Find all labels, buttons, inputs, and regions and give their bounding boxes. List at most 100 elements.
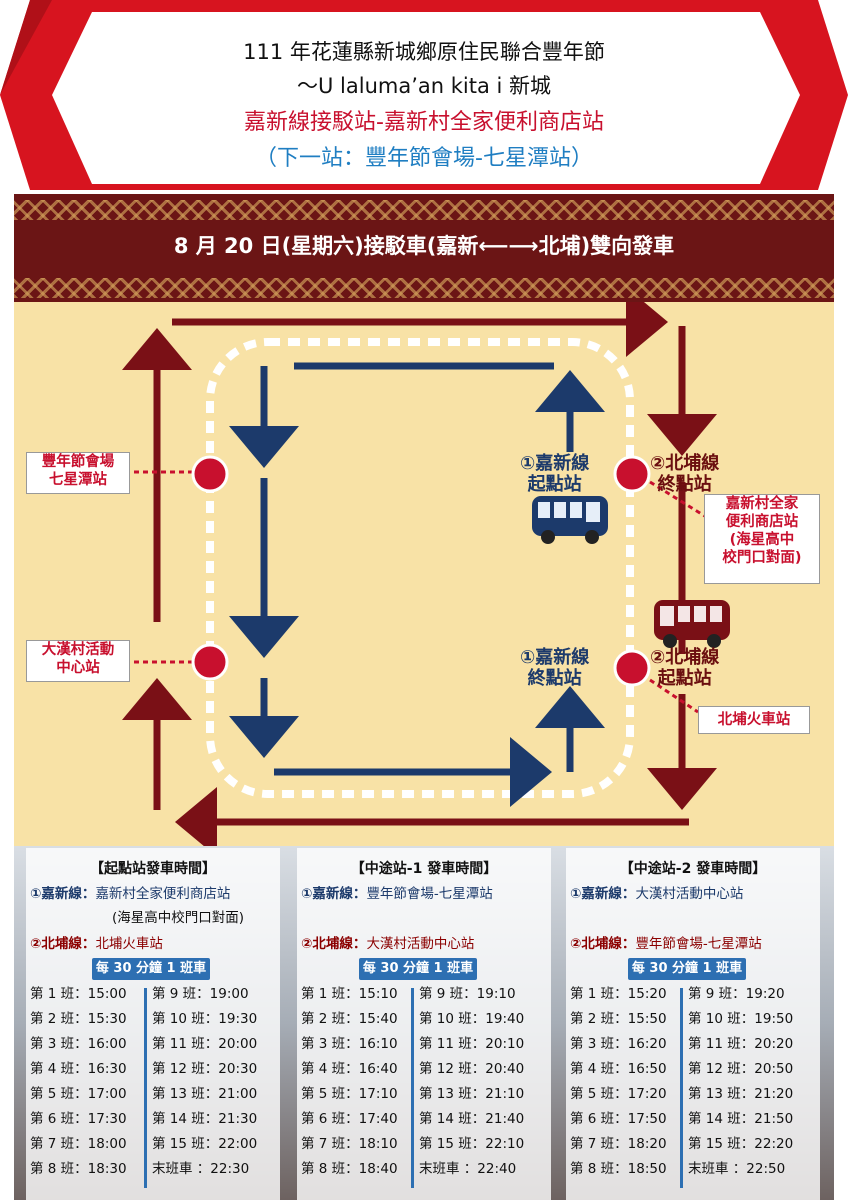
- stop-label-festival: 豐年節會場 七星潭站: [26, 452, 130, 494]
- jiaxin-line-stop-note: (海星高中校門口對面): [112, 910, 245, 926]
- shuttle-date-title: 8 月 20 日(星期六)接駁車(嘉新⟵⟶北埔)雙向發車: [173, 234, 675, 258]
- departure-time: 第 6 班：17:40: [301, 1111, 398, 1127]
- column-divider: [680, 988, 683, 1188]
- beipu-line-row: ②北埔線：大漢村活動中心站: [301, 932, 474, 952]
- departure-time: 第 3 班：16:20: [570, 1036, 667, 1052]
- jiaxin-line-label: ①嘉新線：: [301, 886, 367, 902]
- departure-column-left: 第 1 班：15:20 第 2 班：15:50 第 3 班：16:20 第 4 …: [570, 982, 667, 1182]
- pattern-strip-top: [14, 200, 834, 220]
- store-stop-text: 嘉新村全家 便利商店站 (海星高中 校門口對面): [722, 496, 802, 567]
- departure-time: 第 1 班：15:10: [301, 986, 398, 1002]
- departure-time: 第 5 班：17:10: [301, 1086, 398, 1102]
- departure-time: 第 14 班：21:50: [688, 1111, 794, 1127]
- departure-time: 第 5 班：17:00: [30, 1086, 127, 1102]
- panel-title: 【起點站發車時間】: [90, 861, 216, 877]
- departure-time: 第 9 班：19:00: [152, 986, 249, 1002]
- station-title: 嘉新線接駁站-嘉新村全家便利商店站: [244, 110, 604, 135]
- departure-time: 第 2 班：15:30: [30, 1011, 127, 1027]
- station-stop-text: 北埔火車站: [717, 712, 791, 728]
- jiaxin-line-label: ①嘉新線：: [570, 886, 636, 902]
- jiaxin-line-label: ①嘉新線：: [30, 886, 96, 902]
- departure-time: 第 7 班：18:00: [30, 1136, 127, 1152]
- departure-time: 第 9 班：19:10: [419, 986, 516, 1002]
- panel-title: 【中途站-1 發車時間】: [350, 861, 498, 877]
- panel-title: 【中途站-2 發車時間】: [619, 861, 767, 877]
- departure-time: 第 13 班：21:20: [688, 1086, 794, 1102]
- route-map-drawing: [122, 302, 730, 846]
- store-stop-box: 嘉新村全家 便利商店站 (海星高中 校門口對面): [704, 494, 820, 584]
- event-title: 111 年花蓮縣新城鄉原住民聯合豐年節: [243, 40, 605, 64]
- beipu-line-label: ②北埔線：: [301, 936, 367, 952]
- departure-time: 第 8 班：18:30: [30, 1161, 127, 1177]
- departure-time: 第 12 班：20:50: [688, 1061, 794, 1077]
- frequency-badge: 每 30 分鐘 1 班車: [359, 958, 477, 980]
- departure-time: 第 7 班：18:10: [301, 1136, 398, 1152]
- departure-column-right: 第 9 班：19:00 第 10 班：19:30 第 11 班：20:00 第 …: [152, 982, 257, 1182]
- column-divider: [144, 988, 147, 1188]
- departure-time: 第 8 班：18:50: [570, 1161, 667, 1177]
- departure-time: 第 12 班：20:40: [419, 1061, 525, 1077]
- beipu-start-label: ②北埔線 起點站: [650, 647, 720, 689]
- departure-time: 第 6 班：17:30: [30, 1111, 127, 1127]
- departure-time: 第 15 班：22:20: [688, 1136, 794, 1152]
- beipu-line-stop: 豐年節會場-七星潭站: [635, 936, 762, 952]
- jiaxin-line-stop: 嘉新村全家便利商店站: [95, 886, 231, 902]
- beipu-line-row: ②北埔線：北埔火車站: [30, 932, 163, 952]
- stop-circle-store: [613, 455, 651, 493]
- departure-time: 末班車 ：22:50: [688, 1161, 786, 1177]
- stop-label-festival-text: 豐年節會場 七星潭站: [41, 454, 115, 489]
- beipu-end-label: ②北埔線 終點站: [650, 453, 720, 495]
- departure-time: 第 5 班：17:20: [570, 1086, 667, 1102]
- beipu-line-row: ②北埔線：豐年節會場-七星潭站: [570, 932, 762, 952]
- departure-time: 第 10 班：19:40: [419, 1011, 525, 1027]
- departure-time: 第 13 班：21:00: [152, 1086, 258, 1102]
- departure-column-right: 第 9 班：19:20 第 10 班：19:50 第 11 班：20:20 第 …: [688, 982, 793, 1182]
- jiaxin-line-stop: 豐年節會場-七星潭站: [366, 886, 493, 902]
- departure-time: 第 3 班：16:10: [301, 1036, 398, 1052]
- header-banner-frame: [0, 0, 848, 190]
- departure-time: 第 15 班：22:00: [152, 1136, 258, 1152]
- stop-circle-festival: [191, 455, 229, 493]
- jiaxin-end-label: ①嘉新線 終點站: [520, 647, 590, 689]
- departure-time: 第 4 班：16:30: [30, 1061, 127, 1077]
- jiaxin-start-label: ①嘉新線 起點站: [520, 453, 590, 495]
- departure-time: 第 10 班：19:30: [152, 1011, 258, 1027]
- beipu-line-stop: 大漢村活動中心站: [366, 936, 475, 952]
- beipu-line-stop: 北埔火車站: [95, 936, 163, 952]
- stop-circle-station: [613, 649, 651, 687]
- departure-time: 第 3 班：16:00: [30, 1036, 127, 1052]
- stop-label-dahan-text: 大漢村活動 中心站: [41, 642, 115, 677]
- frequency-badge: 每 30 分鐘 1 班車: [92, 958, 210, 980]
- jiaxin-line-row: ①嘉新線：豐年節會場-七星潭站: [301, 882, 493, 902]
- connector-store: [649, 480, 709, 520]
- pattern-strip-bottom: [14, 278, 834, 298]
- departure-time: 第 15 班：22:10: [419, 1136, 525, 1152]
- departure-time: 第 11 班：20:00: [152, 1036, 258, 1052]
- stop-label-dahan: 大漢村活動 中心站: [26, 640, 130, 682]
- stop-circle-dahan: [191, 643, 229, 681]
- next-station-note: （下一站：豐年節會場-七星潭站）: [255, 146, 593, 171]
- departure-time: 第 2 班：15:40: [301, 1011, 398, 1027]
- jiaxin-line-row: ①嘉新線：嘉新村全家便利商店站: [30, 882, 230, 902]
- date-band: [14, 194, 834, 302]
- departure-time: 第 11 班：20:20: [688, 1036, 794, 1052]
- departure-time: 第 4 班：16:40: [301, 1061, 398, 1077]
- jiaxin-line-row: ①嘉新線：大漢村活動中心站: [570, 882, 743, 902]
- blue-bus-icon: [532, 496, 608, 544]
- departure-time: 第 7 班：18:20: [570, 1136, 667, 1152]
- red-bus-icon: [654, 600, 730, 648]
- departure-time: 第 11 班：20:10: [419, 1036, 525, 1052]
- departure-time: 末班車 ：22:40: [419, 1161, 517, 1177]
- dotted-loop: [206, 338, 634, 798]
- departure-time: 第 14 班：21:30: [152, 1111, 258, 1127]
- departure-time: 末班車 ：22:30: [152, 1161, 250, 1177]
- beipu-line-label: ②北埔線：: [570, 936, 636, 952]
- departure-time: 第 1 班：15:00: [30, 986, 127, 1002]
- frequency-badge: 每 30 分鐘 1 班車: [628, 958, 746, 980]
- station-stop-box: 北埔火車站: [698, 706, 810, 734]
- departure-time: 第 12 班：20:30: [152, 1061, 258, 1077]
- departure-time: 第 1 班：15:20: [570, 986, 667, 1002]
- departure-column-left: 第 1 班：15:00 第 2 班：15:30 第 3 班：16:00 第 4 …: [30, 982, 127, 1182]
- jiaxin-line-stop: 大漢村活動中心站: [635, 886, 744, 902]
- event-subtitle: ～U laluma’an kita i 新城: [296, 74, 552, 98]
